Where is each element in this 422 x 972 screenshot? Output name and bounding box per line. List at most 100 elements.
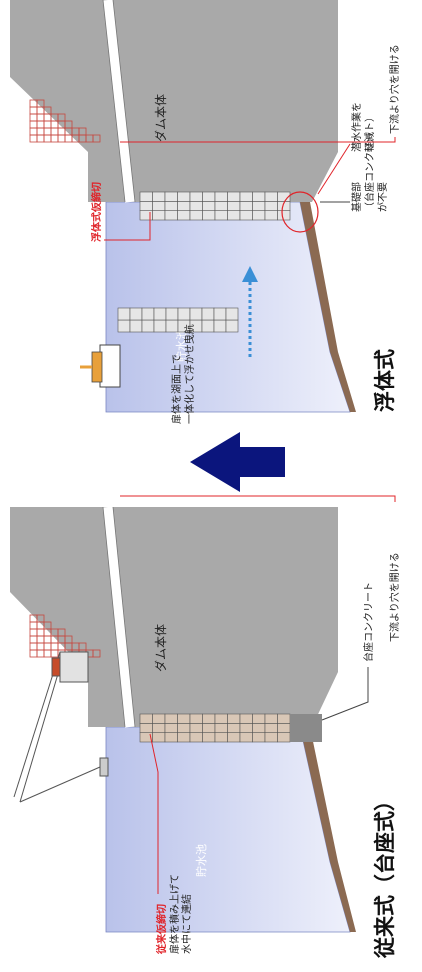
gate-block	[239, 210, 253, 221]
grid-cell	[29, 642, 38, 651]
gate-block	[277, 713, 291, 724]
grid-cell	[43, 635, 52, 644]
grid-cell	[43, 649, 52, 658]
gate-block	[252, 191, 266, 202]
gate-block	[139, 723, 153, 733]
gate-block	[177, 732, 191, 743]
gate-block	[264, 210, 278, 221]
gate-block	[264, 723, 278, 733]
conventional-base-concrete	[290, 714, 322, 742]
floating-dam-grid	[29, 99, 101, 143]
floating-top-desc-2: 一体化して浮かせ曳航	[183, 324, 196, 424]
grid-cell	[29, 649, 38, 658]
grid-cell	[29, 628, 38, 637]
gate-block	[139, 201, 153, 211]
gate-block	[177, 723, 191, 733]
gate-block	[277, 732, 291, 743]
grid-cell	[29, 621, 38, 630]
gate-block	[139, 191, 153, 202]
grid-cell	[29, 113, 38, 122]
diving-highlight-circle	[281, 191, 319, 233]
grid-cell	[50, 134, 59, 143]
gate-block	[202, 713, 216, 724]
grid-cell	[43, 106, 52, 115]
gate-block	[227, 732, 241, 743]
gate-block	[264, 732, 278, 743]
gate-block	[227, 191, 241, 202]
grid-cell	[29, 127, 38, 136]
gate-block	[252, 732, 266, 743]
gate-block	[177, 307, 191, 321]
conventional-cofferdam-gates	[139, 713, 291, 743]
conventional-method-desc-1: 扉体を積み上げて	[168, 874, 181, 954]
grid-cell	[57, 127, 66, 136]
conventional-method-label: 従来仮締切	[155, 904, 168, 955]
transition-arrow	[190, 432, 285, 492]
gate-block	[164, 191, 178, 202]
tow-boat-icon	[80, 344, 121, 388]
gate-block	[165, 319, 179, 333]
floating-title: 浮体式	[373, 349, 397, 412]
grid-cell	[50, 642, 59, 651]
floating-hole-leader	[120, 137, 396, 143]
grid-cell	[36, 134, 45, 143]
grid-cell	[57, 113, 66, 122]
grid-cell	[43, 120, 52, 129]
conventional-conduit	[102, 506, 136, 728]
gate-block	[139, 210, 153, 221]
gate-block	[164, 201, 178, 211]
conventional-hole-label: 下流より穴を開ける	[388, 552, 401, 642]
diving-label-1: 潜水作業を	[350, 102, 363, 152]
grid-cell	[36, 614, 45, 623]
gate-block	[152, 210, 166, 221]
floating-dam-label: ダム本体	[153, 94, 168, 142]
floating-ground	[300, 202, 356, 412]
conventional-reservoir-label: 貯水池	[195, 844, 208, 877]
gate-block	[277, 723, 291, 733]
grid-cell	[36, 642, 45, 651]
grid-cell	[36, 628, 45, 637]
gate-block	[177, 210, 191, 221]
conventional-dam-body	[10, 507, 338, 727]
grid-cell	[64, 120, 73, 129]
gate-block	[165, 307, 179, 321]
diving-leader	[317, 143, 351, 195]
grid-cell	[36, 649, 45, 658]
gate-block	[214, 201, 228, 211]
gate-block	[202, 210, 216, 221]
grid-cell	[57, 134, 66, 143]
grid-cell	[43, 642, 52, 651]
grid-cell	[92, 134, 101, 143]
gate-block	[152, 713, 166, 724]
conventional-base-leader	[321, 667, 369, 721]
crane-icon	[13, 651, 109, 803]
gate-block	[202, 732, 216, 743]
floating-cofferdam-gates	[139, 191, 291, 221]
gate-block	[264, 191, 278, 202]
floating-panel: 浮体式 貯水池 ダム本体	[10, 0, 401, 424]
grid-cell	[36, 99, 45, 108]
gate-block	[177, 191, 191, 202]
gate-block	[141, 307, 155, 321]
gate-block	[164, 713, 178, 724]
gate-block	[214, 713, 228, 724]
gate-block	[201, 319, 215, 333]
gate-block	[227, 210, 241, 221]
conventional-title: 従来式（台座式）	[373, 790, 397, 959]
floating-hole-label: 下流より穴を開ける	[388, 44, 401, 134]
conventional-base-label: 台座コンクリート	[362, 582, 375, 662]
grid-cell	[36, 635, 45, 644]
grid-cell	[36, 113, 45, 122]
gate-block	[129, 319, 143, 333]
conventional-dam-label: ダム本体	[153, 624, 168, 672]
gate-block	[129, 307, 143, 321]
floating-reservoir-label: 貯水池	[175, 329, 188, 362]
floating-top-desc-1: 扉体を湖面上で	[170, 354, 183, 424]
gate-block	[214, 732, 228, 743]
grid-cell	[78, 127, 87, 136]
gate-block	[189, 307, 203, 321]
gate-block	[177, 201, 191, 211]
grid-cell	[92, 649, 101, 658]
grid-cell	[78, 642, 87, 651]
